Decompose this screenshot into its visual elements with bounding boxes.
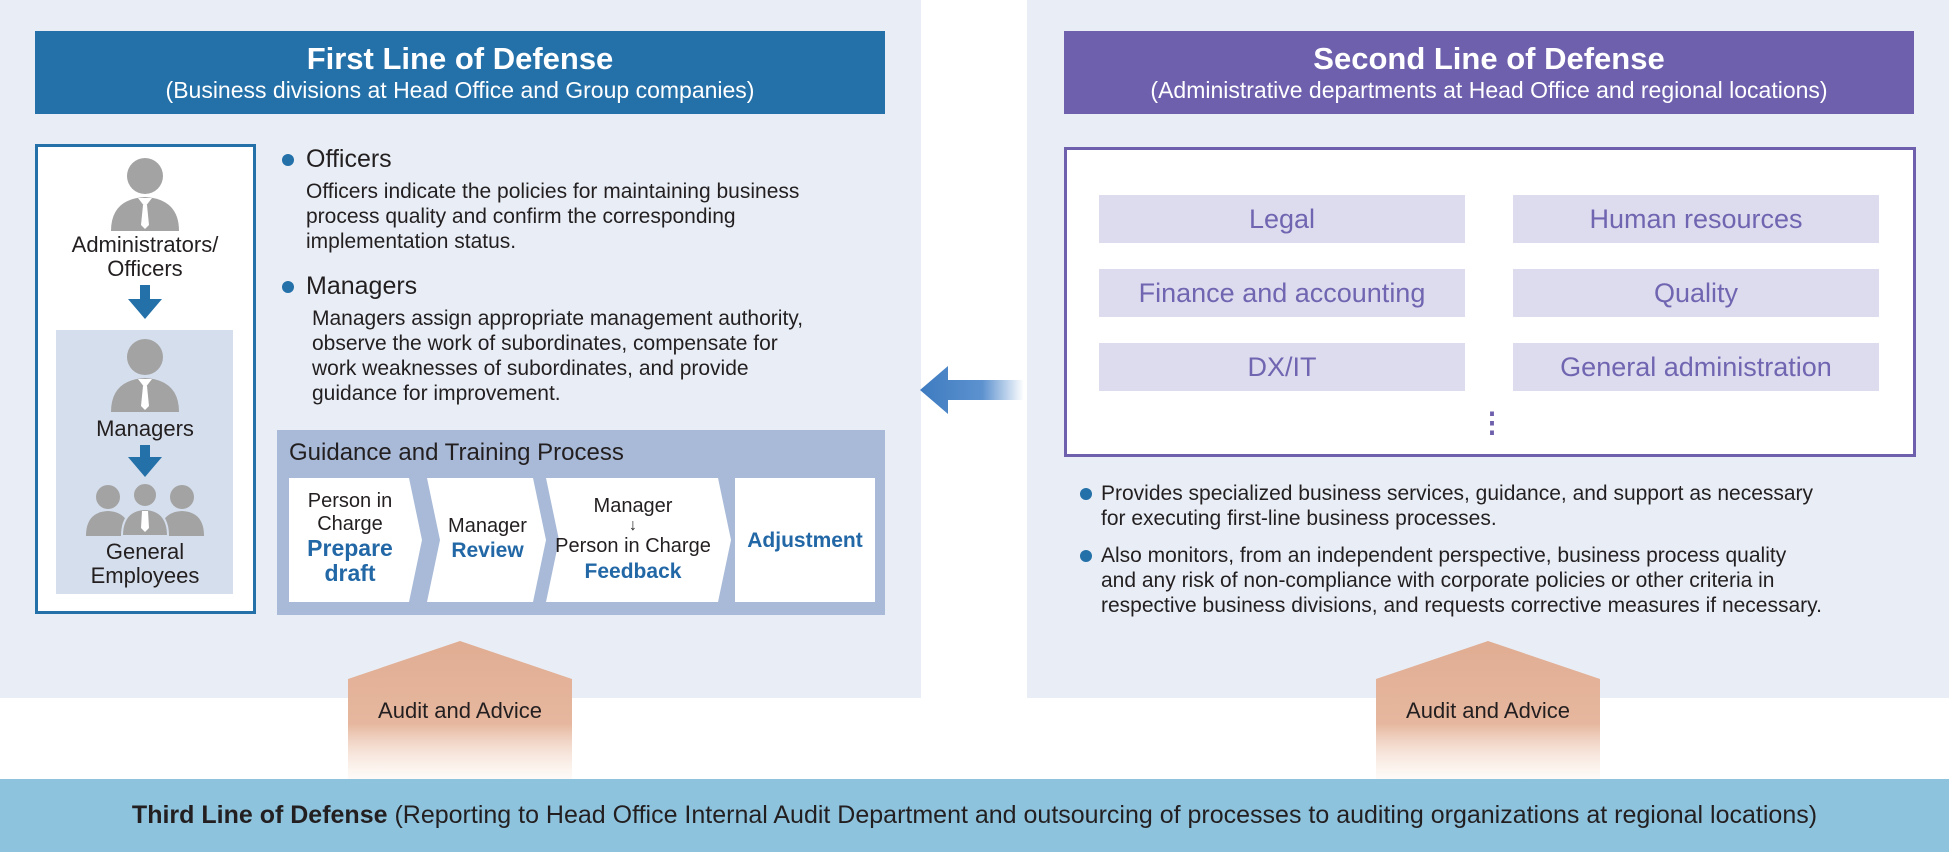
- third-line-title: Third Line of Defense: [131, 801, 388, 829]
- dept-human-resources: Human resources: [1513, 195, 1879, 243]
- first-line-title: First Line of Defense: [306, 41, 614, 76]
- bullet-icon: [1080, 488, 1092, 500]
- dept-legal: Legal: [1099, 195, 1465, 243]
- managers-text-2: observe the work of subordinates, compen…: [312, 332, 778, 355]
- audit-advice-shape-right: [1376, 641, 1600, 779]
- process-step-review: Manager Review: [430, 514, 545, 564]
- admin-label-2: Officers: [107, 256, 183, 281]
- step2-line1: Manager: [448, 515, 527, 537]
- step3-down-arrow: ↓: [629, 517, 637, 534]
- step3-line1: Manager: [593, 495, 673, 517]
- officers-text-2: process quality and confirm the correspo…: [306, 205, 736, 228]
- process-step-shapes: [289, 478, 875, 602]
- step1-action-2: draft: [324, 560, 376, 586]
- admin-label: Administrators/: [71, 232, 219, 257]
- bullet-icon: [282, 281, 294, 293]
- third-line-bar: Third Line of Defense (Reporting to Head…: [0, 779, 1949, 852]
- step4-action: Adjustment: [747, 529, 863, 552]
- guidance-process-title: Guidance and Training Process: [289, 439, 624, 466]
- first-line-subtitle: (Business divisions at Head Office and G…: [165, 77, 755, 103]
- managers-text-3: work weaknesses of subordinates, and pro…: [312, 357, 749, 380]
- second-line-subtitle: (Administrative departments at Head Offi…: [1150, 77, 1828, 103]
- process-step-feedback: Manager ↓ Person in Charge Feedback: [547, 495, 719, 585]
- arrow-down-icon: [128, 445, 162, 477]
- dept-general-administration: General administration: [1513, 343, 1879, 391]
- managers-heading: Managers: [306, 272, 418, 300]
- second-line-title: Second Line of Defense: [1313, 41, 1665, 76]
- second-bullet2-line1: Also monitors, from an independent persp…: [1101, 544, 1787, 567]
- step1-line2: Charge: [317, 513, 383, 535]
- officers-text-1: Officers indicate the policies for maint…: [306, 180, 800, 203]
- admin-person-icon: [111, 158, 179, 231]
- bullet-icon: [282, 154, 294, 166]
- step2-action: Review: [451, 539, 524, 562]
- second-bullet1-line1: Provides specialized business services, …: [1101, 482, 1814, 505]
- bullet-icon: [1080, 550, 1092, 562]
- first-line-header: First Line of Defense (Business division…: [35, 31, 885, 114]
- managers-text-4: guidance for improvement.: [312, 382, 561, 405]
- process-step-adjustment: Adjustment: [735, 528, 875, 554]
- process-step-prepare: Person in Charge Prepare draft: [289, 490, 411, 586]
- managers-label: Managers: [96, 416, 194, 441]
- left-arrow-icon: [920, 366, 1024, 414]
- second-bullet2-line3: respective business divisions, and reque…: [1101, 594, 1822, 617]
- step3-line2: Person in Charge: [555, 535, 711, 557]
- officers-text-3: implementation status.: [306, 230, 517, 253]
- step3-action: Feedback: [584, 560, 682, 583]
- managers-text-1: Managers assign appropriate management a…: [312, 307, 804, 330]
- audit-advice-label-left: Audit and Advice: [378, 698, 542, 723]
- dept-finance-accounting: Finance and accounting: [1099, 269, 1465, 317]
- dept-dx-it: DX/IT: [1099, 343, 1465, 391]
- third-line-subtitle: (Reporting to Head Office Internal Audit…: [387, 801, 1818, 829]
- employees-label: General: [105, 539, 185, 564]
- second-line-header: Second Line of Defense (Administrative d…: [1064, 31, 1914, 114]
- arrow-down-icon: [128, 285, 162, 319]
- employees-label-2: Employees: [90, 563, 200, 588]
- officers-heading: Officers: [306, 145, 392, 173]
- second-bullet2-line2: and any risk of non-compliance with corp…: [1101, 569, 1775, 592]
- audit-advice-label-right: Audit and Advice: [1406, 698, 1570, 723]
- step1-action-1: Prepare: [307, 535, 393, 561]
- second-bullet1-line2: for executing first-line business proces…: [1101, 507, 1497, 530]
- step1-line1: Person in: [307, 490, 393, 512]
- dept-quality: Quality: [1513, 269, 1879, 317]
- audit-advice-shape-left: [348, 641, 572, 779]
- manager-person-icon: [111, 339, 179, 412]
- more-departments-ellipsis: ⋮: [1478, 407, 1506, 438]
- employees-group-icon: [86, 484, 204, 536]
